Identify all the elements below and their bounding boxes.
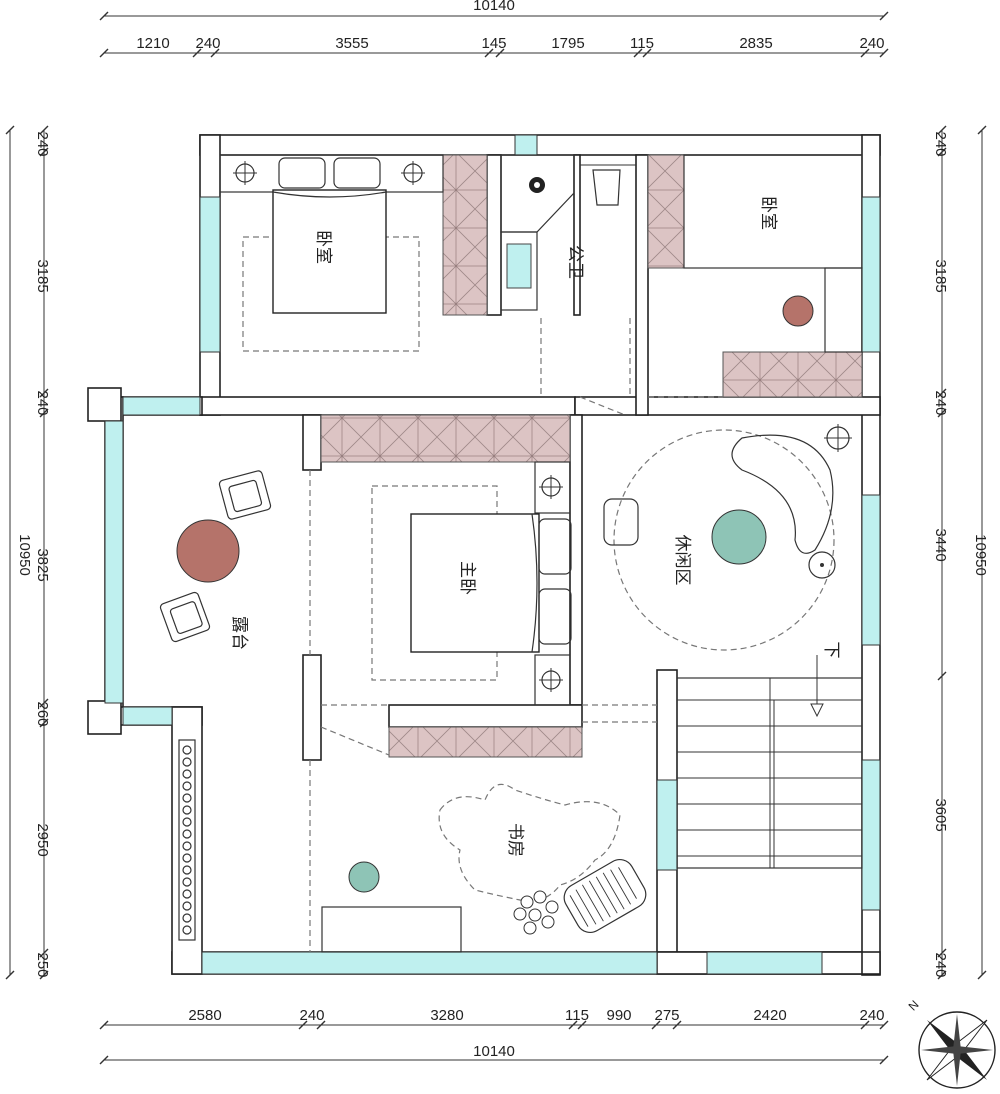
dim-left-4: 3825 [34,548,51,581]
dimensions-bottom: 2580 240 3280 115 990 275 2420 240 10140 [99,1007,889,1065]
bathroom: 公卫 [500,154,636,416]
study: 书房 [321,783,647,953]
lounge-chair-icon [563,859,647,933]
dim-right-5: 3605 [932,798,949,831]
dim-left-6: 2950 [34,823,51,856]
terrace: 露台 [159,470,272,941]
room-label-lounge: 休闲区 [672,535,692,586]
dim-top-7: 2835 [739,35,772,52]
dim-bottom-2: 240 [299,1007,324,1024]
dim-left-7: 250 [34,952,51,977]
armchair-icon [159,591,211,643]
curved-sofa [731,434,834,554]
irregular-rug [438,783,621,902]
round-rug-red [176,519,240,583]
decorative-plant-icon [513,890,559,935]
compass-icon: N [906,998,996,1089]
round-coffee-table [711,509,767,565]
dim-right-6: 240 [932,952,949,977]
room-label-bedroom-nw: 卧室 [313,230,333,264]
dim-left-3: 240 [34,390,51,415]
dim-bottom-8: 240 [859,1007,884,1024]
lounge: 休闲区 [603,424,852,651]
room-label-bedroom-ne: 卧室 [758,196,778,230]
round-stool-teal [348,861,380,893]
dim-bottom-1: 2580 [188,1007,221,1024]
double-bed-master [410,513,540,653]
dim-bottom-3: 3280 [430,1007,463,1024]
shower-area [500,154,575,233]
dim-bottom-4: 115 [565,1007,589,1024]
room-label-master: 主卧 [457,561,477,595]
svg-text:N: N [906,998,922,1014]
dim-right-3: 240 [932,390,949,415]
armchair-icon [218,470,272,520]
cabinets [320,154,863,758]
dimensions-right: 240 3185 240 3440 3605 240 10950 [932,125,989,980]
study-desk [321,906,462,953]
dim-top-1: 1210 [136,35,169,52]
room-label-study: 书房 [505,823,525,857]
dim-top-total: 10140 [473,0,515,14]
stairs-down-label: 下 [821,642,841,659]
dim-left-2: 3185 [34,259,51,292]
planter-strip [178,739,196,941]
nightstand-lamp-icon [233,161,425,185]
room-label-terrace: 露台 [229,616,249,650]
dim-top-2: 240 [195,35,220,52]
dim-top-8: 240 [859,35,884,52]
dim-bottom-6: 275 [654,1007,679,1024]
dim-top-6: 115 [630,35,654,52]
lounge-chair [603,498,639,546]
dim-top-4: 145 [481,35,506,52]
dim-bottom-5: 990 [606,1007,631,1024]
dim-bottom-7: 2420 [753,1007,786,1024]
dim-bottom-total: 10140 [473,1043,515,1060]
dim-left-total: 10950 [16,534,33,576]
windows [104,134,881,975]
dim-left-1: 240 [34,131,51,156]
dimensions-top: 10140 1210 240 3555 145 1795 115 2835 24… [99,0,889,58]
room-label-bathroom: 公卫 [565,245,585,279]
dim-right-1: 240 [932,131,949,156]
bedroom-nw: 卧室 [219,154,444,352]
dim-right-total: 10950 [972,534,989,576]
bedroom-ne: 卧室 [648,154,863,398]
nightstand-lamp-icon [539,475,563,692]
staircase: 下 [676,642,863,869]
dim-left-5: 260 [34,701,51,726]
side-table-icon [808,551,836,579]
round-stool [782,295,814,327]
dim-top-3: 3555 [335,35,368,52]
double-bed-nw [272,189,387,314]
dim-right-2: 3185 [932,259,949,292]
master-bedroom: 主卧 [309,461,657,952]
sink-icon [506,243,532,289]
dim-top-5: 1795 [551,35,584,52]
toilet-icon [592,169,621,206]
dim-right-4: 3440 [932,528,949,561]
dimensions-left: 10950 240 3185 240 3825 260 2950 250 [5,125,51,980]
